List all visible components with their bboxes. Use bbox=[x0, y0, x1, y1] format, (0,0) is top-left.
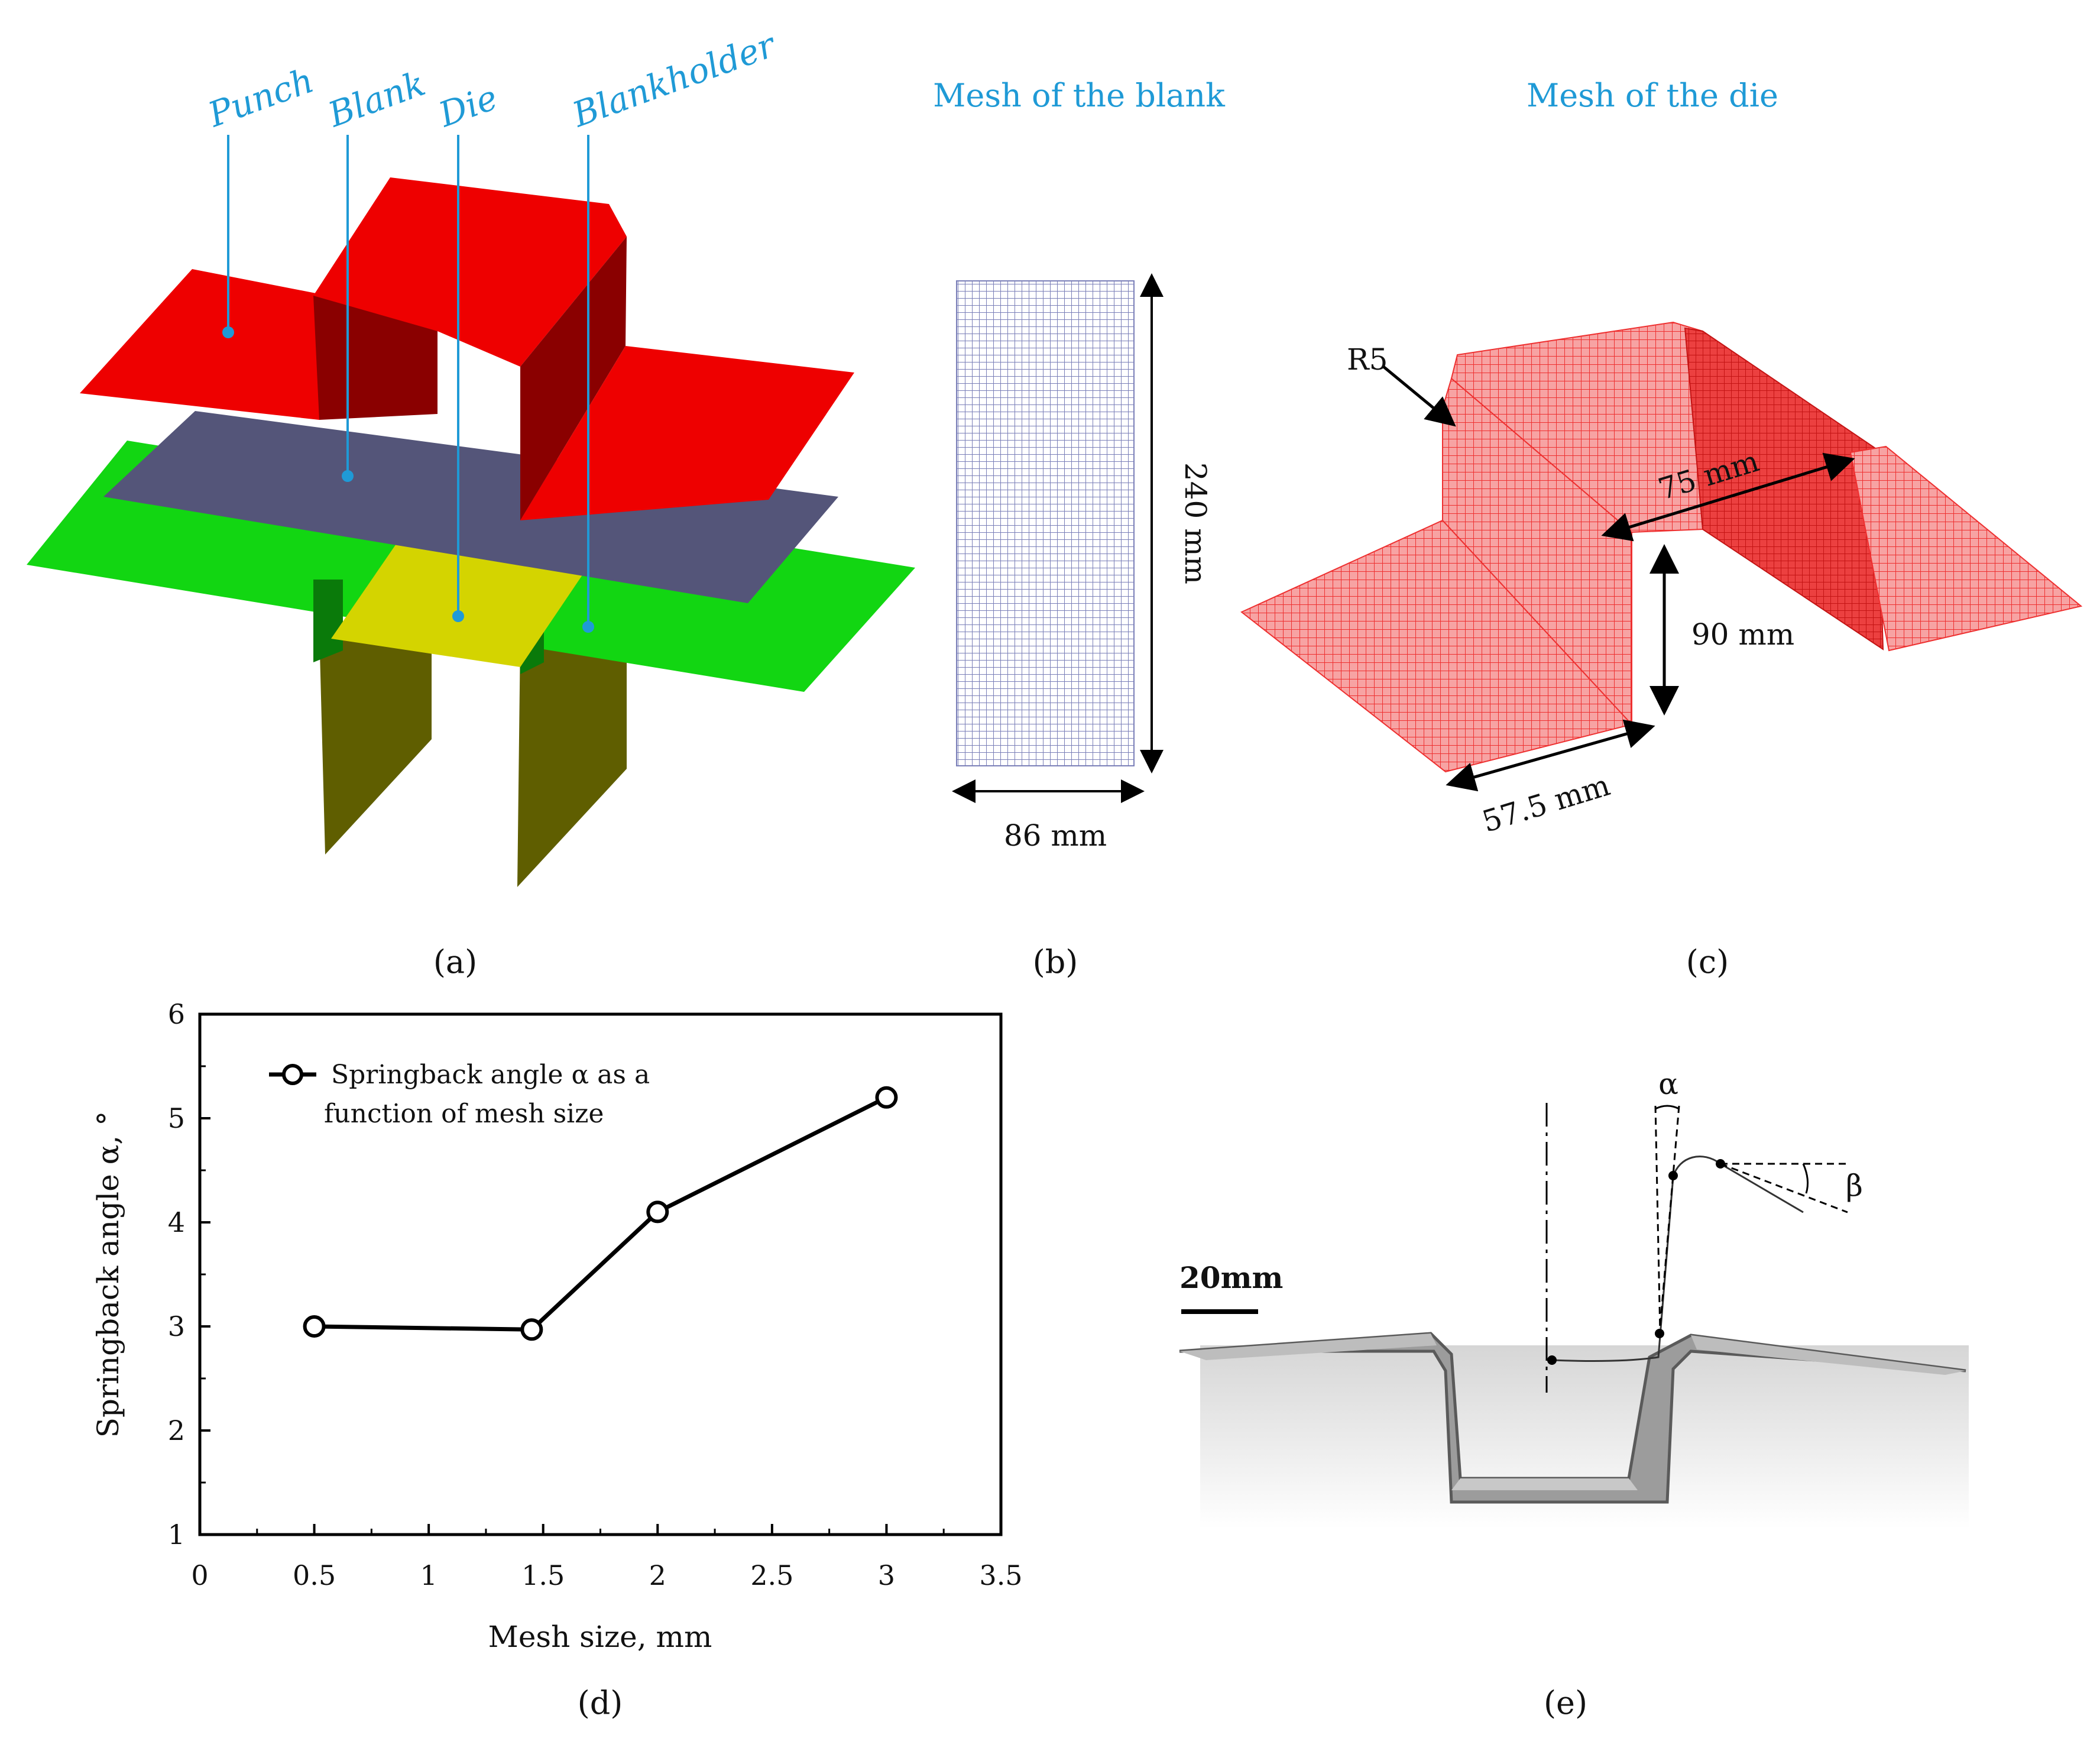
blank-callout: Blank bbox=[323, 63, 430, 135]
punch-right-flange bbox=[520, 346, 854, 520]
height-dimension-label: 240 mm bbox=[1178, 462, 1213, 584]
blankholder-dark-left bbox=[313, 580, 343, 662]
scale-bar-label: 20mm bbox=[1179, 1260, 1283, 1295]
beta-arc bbox=[1802, 1163, 1809, 1194]
x-tick-label: 3 bbox=[878, 1559, 895, 1591]
punch-leader-dot bbox=[222, 326, 234, 338]
y-tick-label: 5 bbox=[168, 1102, 185, 1134]
data-point bbox=[520, 1318, 543, 1341]
y-axis-title: Springback angle α, ° bbox=[91, 1111, 125, 1438]
x-tick-label: 1 bbox=[420, 1559, 438, 1591]
punch-callout: Punch bbox=[203, 60, 319, 135]
chart-points bbox=[303, 1086, 898, 1341]
x-tick-label: 2 bbox=[649, 1559, 666, 1591]
panel-b-label: (b) bbox=[1033, 943, 1078, 980]
panel-a-tool-assembly: Punch Blank Die Blankholder (a) bbox=[27, 24, 915, 980]
y-tick-label: 4 bbox=[168, 1206, 185, 1238]
punch-right-wall bbox=[520, 237, 627, 520]
panel-b-title: Mesh of the blank bbox=[933, 77, 1226, 114]
alpha-arc bbox=[1655, 1105, 1680, 1110]
bottom-surface bbox=[1451, 1478, 1638, 1490]
right-flange-surface bbox=[1691, 1335, 1966, 1375]
die-mesh-right-flange bbox=[1849, 445, 2083, 652]
data-point bbox=[303, 1315, 326, 1338]
radius-label: R5 bbox=[1347, 342, 1388, 377]
x-tick-label: 3.5 bbox=[979, 1559, 1022, 1591]
blank-leader-dot bbox=[342, 470, 354, 482]
left-flange-surface bbox=[1179, 1334, 1437, 1360]
legend-text-line2: function of mesh size bbox=[324, 1099, 604, 1129]
legend-text-line1: Springback angle α as a bbox=[331, 1060, 650, 1090]
die-leader-dot bbox=[452, 610, 464, 622]
panel-a-label: (a) bbox=[433, 943, 477, 980]
panel-d-label: (d) bbox=[578, 1684, 623, 1721]
punch-left-wall bbox=[313, 296, 438, 420]
blank-mesh-grid bbox=[956, 280, 1135, 766]
profile-point-1 bbox=[1547, 1355, 1557, 1365]
panel-c-label: (c) bbox=[1686, 943, 1729, 980]
legend-marker bbox=[282, 1064, 303, 1085]
die-mesh-left-wall bbox=[1442, 377, 1632, 726]
die-left-leg bbox=[319, 630, 432, 855]
data-point bbox=[646, 1200, 669, 1224]
panel-e-specimen-photo: 20mm α β (e) bbox=[1179, 1067, 1969, 1721]
data-point bbox=[875, 1086, 898, 1109]
series-line bbox=[314, 1095, 887, 1332]
panel-c-die-mesh: Mesh of the die R5 75 mm 90 mm 57.5 mm (… bbox=[1240, 77, 2083, 980]
blank-sheet bbox=[103, 411, 838, 603]
y-tick-label: 1 bbox=[168, 1519, 185, 1551]
beta-tangent-line bbox=[1720, 1163, 1848, 1213]
x-axis-title: Mesh size, mm bbox=[488, 1620, 712, 1654]
dim-575-arrow bbox=[1446, 719, 1655, 792]
traced-profile bbox=[1551, 1156, 1804, 1362]
x-tick-label: 0.5 bbox=[293, 1559, 336, 1591]
blankholder-leader-dot bbox=[582, 621, 594, 633]
chart-tick-labels: 0 0.5 1 1.5 2 2.5 3 3.5 1 2 3 4 5 6 bbox=[168, 998, 1023, 1591]
die-right-leg bbox=[517, 639, 627, 887]
width-dimension-label: 86 mm bbox=[1004, 818, 1107, 853]
panel-d-chart: 0 0.5 1 1.5 2 2.5 3 3.5 1 2 3 4 5 6 Springback angle … bbox=[91, 998, 1023, 1721]
x-tick-label: 0 bbox=[191, 1559, 208, 1591]
chart-ticks bbox=[199, 1013, 1002, 1536]
radius-arrow bbox=[1382, 365, 1456, 427]
alpha-tangent-line bbox=[1658, 1105, 1680, 1334]
die-callout: Die bbox=[433, 77, 503, 135]
dim-575-label: 57.5 mm bbox=[1478, 768, 1613, 839]
dim-75-arrow bbox=[1601, 452, 1855, 542]
dim-90-label: 90 mm bbox=[1691, 617, 1794, 652]
panel-b-blank-mesh: Mesh of the blank 240 mm 86 mm (b) bbox=[933, 77, 1226, 980]
punch-left-flange bbox=[80, 269, 328, 420]
x-tick-label: 1.5 bbox=[521, 1559, 565, 1591]
profile-point-3 bbox=[1668, 1171, 1678, 1180]
y-tick-label: 3 bbox=[168, 1310, 185, 1342]
y-tick-label: 2 bbox=[168, 1415, 185, 1446]
panel-c-title: Mesh of the die bbox=[1527, 77, 1778, 114]
blankholder-callout: Blankholder bbox=[567, 24, 782, 135]
panel-e-label: (e) bbox=[1544, 1684, 1587, 1721]
beta-label: β bbox=[1846, 1169, 1863, 1203]
x-tick-label: 2.5 bbox=[750, 1559, 793, 1591]
alpha-label: α bbox=[1658, 1067, 1678, 1101]
alpha-ref-line bbox=[1654, 1105, 1661, 1334]
y-tick-label: 6 bbox=[168, 998, 185, 1030]
